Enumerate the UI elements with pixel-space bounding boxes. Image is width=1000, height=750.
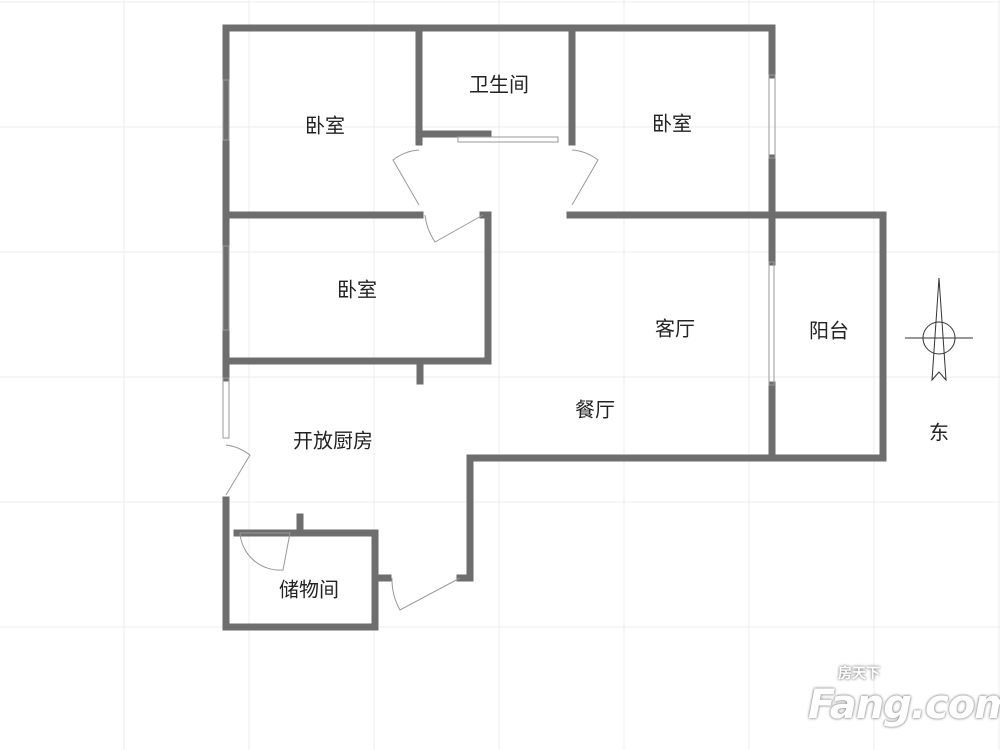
wall-bedroom3 — [222, 211, 492, 365]
watermark-brand-cn: 房天下 — [838, 666, 880, 682]
compass-icon — [905, 277, 973, 382]
windows-and-doors — [222, 74, 776, 611]
balcony-slider — [768, 261, 775, 386]
room-label-bedroom: 卧室 — [305, 113, 345, 138]
window-bedroom1 — [222, 79, 230, 141]
room-label-living-room: 客厅 — [655, 316, 695, 341]
room-label-dining-room: 餐厅 — [575, 397, 615, 422]
room-label-balcony: 阳台 — [809, 318, 849, 343]
door-kitchen — [225, 444, 251, 496]
window-kitchen — [222, 377, 230, 439]
watermark-logo: 房天下 Fang.com — [808, 666, 1000, 727]
door-bedroom3 — [424, 214, 484, 243]
storage-wall — [222, 496, 379, 631]
compass-direction-label: 东 — [929, 420, 949, 445]
outer-wall-balcony — [456, 211, 887, 582]
door-bedroom2 — [571, 149, 599, 206]
room-label-open-kitchen: 开放厨房 — [293, 428, 373, 453]
bathroom-slider — [457, 136, 559, 143]
walls — [222, 24, 887, 631]
watermark-brand: Fang.com — [808, 682, 1000, 728]
door-storage — [239, 532, 291, 571]
window-bedroom3 — [222, 245, 230, 331]
door-bedroom1 — [392, 149, 420, 206]
room-label-bathroom: 卫生间 — [469, 72, 529, 97]
room-label-bedroom: 卧室 — [652, 111, 692, 136]
room-label-storage: 储物间 — [279, 577, 339, 602]
door-entry — [391, 577, 461, 611]
window-bedroom2 — [768, 74, 776, 159]
room-label-bedroom: 卧室 — [337, 277, 377, 302]
